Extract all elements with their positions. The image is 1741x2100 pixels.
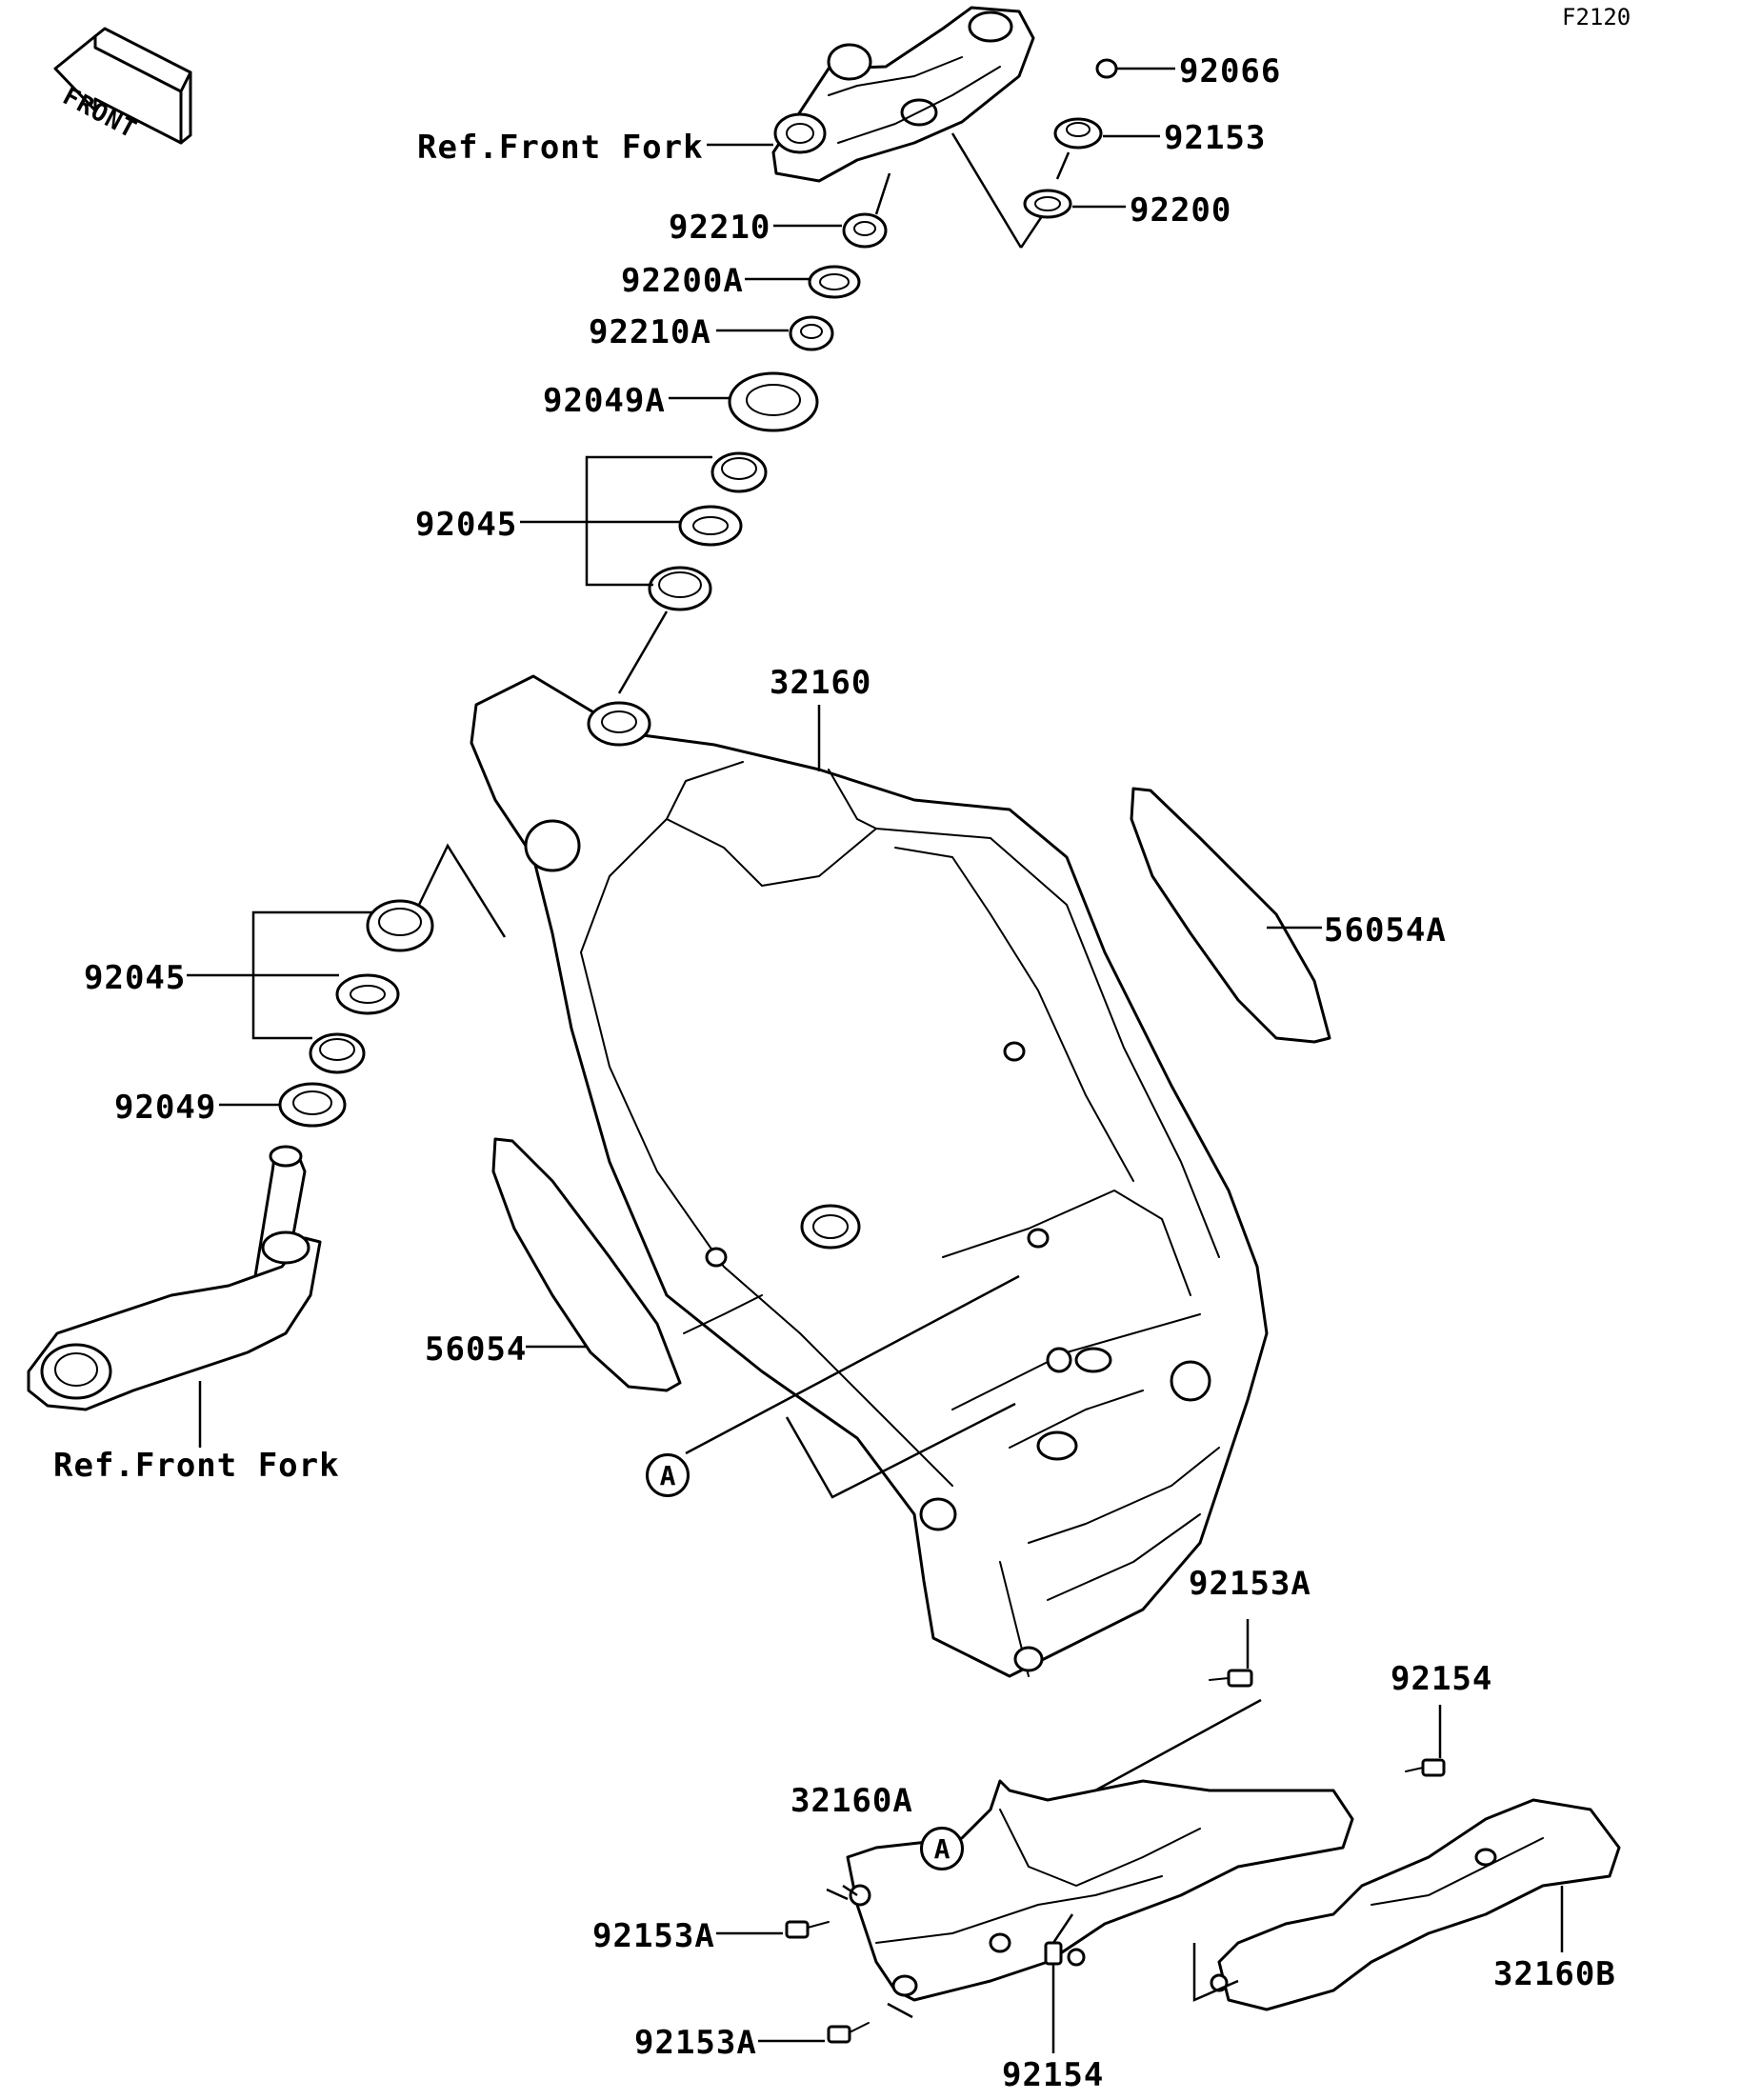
label-92210[interactable]: 92210 bbox=[669, 209, 771, 247]
part-92200A bbox=[808, 265, 861, 299]
label-56054[interactable]: 56054 bbox=[425, 1330, 528, 1369]
label-92210A[interactable]: 92210A bbox=[589, 313, 711, 351]
label-92200A[interactable]: 92200A bbox=[621, 262, 744, 300]
label-92153A-mid[interactable]: 92153A bbox=[592, 1917, 715, 1955]
rear-subframe-32160B bbox=[1210, 1798, 1621, 2011]
label-ref-front-fork-top[interactable]: Ref.Front Fork bbox=[417, 129, 704, 167]
label-92045-upper[interactable]: 92045 bbox=[415, 506, 518, 544]
label-92200[interactable]: 92200 bbox=[1130, 191, 1232, 230]
lower-triple-clamp-stem bbox=[27, 1145, 322, 1411]
label-56054A[interactable]: 56054A bbox=[1324, 911, 1447, 950]
label-32160[interactable]: 32160 bbox=[770, 664, 872, 702]
label-ref-front-fork-bottom[interactable]: Ref.Front Fork bbox=[53, 1447, 340, 1485]
main-frame bbox=[470, 674, 1269, 1678]
label-32160B[interactable]: 32160B bbox=[1493, 1955, 1616, 1993]
bolt-92153A-mid bbox=[785, 1920, 830, 1939]
part-92066 bbox=[1095, 58, 1118, 79]
side-cover-56054 bbox=[491, 1137, 682, 1392]
bolt-92154-top bbox=[1405, 1758, 1446, 1777]
label-32160A[interactable]: 32160A bbox=[790, 1782, 913, 1820]
part-92045-upper-set bbox=[648, 451, 768, 611]
label-92049A[interactable]: 92049A bbox=[543, 382, 666, 420]
part-92045-lower-set bbox=[309, 899, 434, 1074]
part-92200 bbox=[1023, 189, 1072, 219]
label-92154-top[interactable]: 92154 bbox=[1391, 1660, 1493, 1698]
label-92045-lower[interactable]: 92045 bbox=[84, 959, 187, 997]
label-92153A-bottom[interactable]: 92153A bbox=[634, 2024, 757, 2062]
label-92066[interactable]: 92066 bbox=[1179, 52, 1282, 90]
part-92210 bbox=[842, 212, 888, 249]
upper-triple-clamp bbox=[771, 6, 1035, 183]
figure-code: F2120 bbox=[1562, 4, 1631, 30]
bolt-92153A-top bbox=[1209, 1669, 1253, 1688]
callout-a-rear: A bbox=[920, 1827, 964, 1870]
part-92210A bbox=[789, 315, 834, 351]
side-cover-56054A bbox=[1130, 787, 1331, 1044]
callout-a-frame: A bbox=[646, 1453, 690, 1497]
front-arrow-icon bbox=[53, 27, 192, 145]
bolt-92154-bottom bbox=[1044, 1941, 1063, 1966]
label-92153A-top[interactable]: 92153A bbox=[1189, 1565, 1311, 1603]
label-92153[interactable]: 92153 bbox=[1164, 119, 1267, 157]
label-92049[interactable]: 92049 bbox=[114, 1089, 217, 1127]
rear-subframe-32160A bbox=[846, 1779, 1354, 2002]
bolt-92153A-bottom bbox=[827, 2022, 870, 2044]
part-92153 bbox=[1053, 117, 1103, 150]
label-92154-bottom[interactable]: 92154 bbox=[1002, 2056, 1105, 2094]
part-92049A bbox=[728, 371, 819, 432]
part-92049 bbox=[278, 1082, 347, 1128]
